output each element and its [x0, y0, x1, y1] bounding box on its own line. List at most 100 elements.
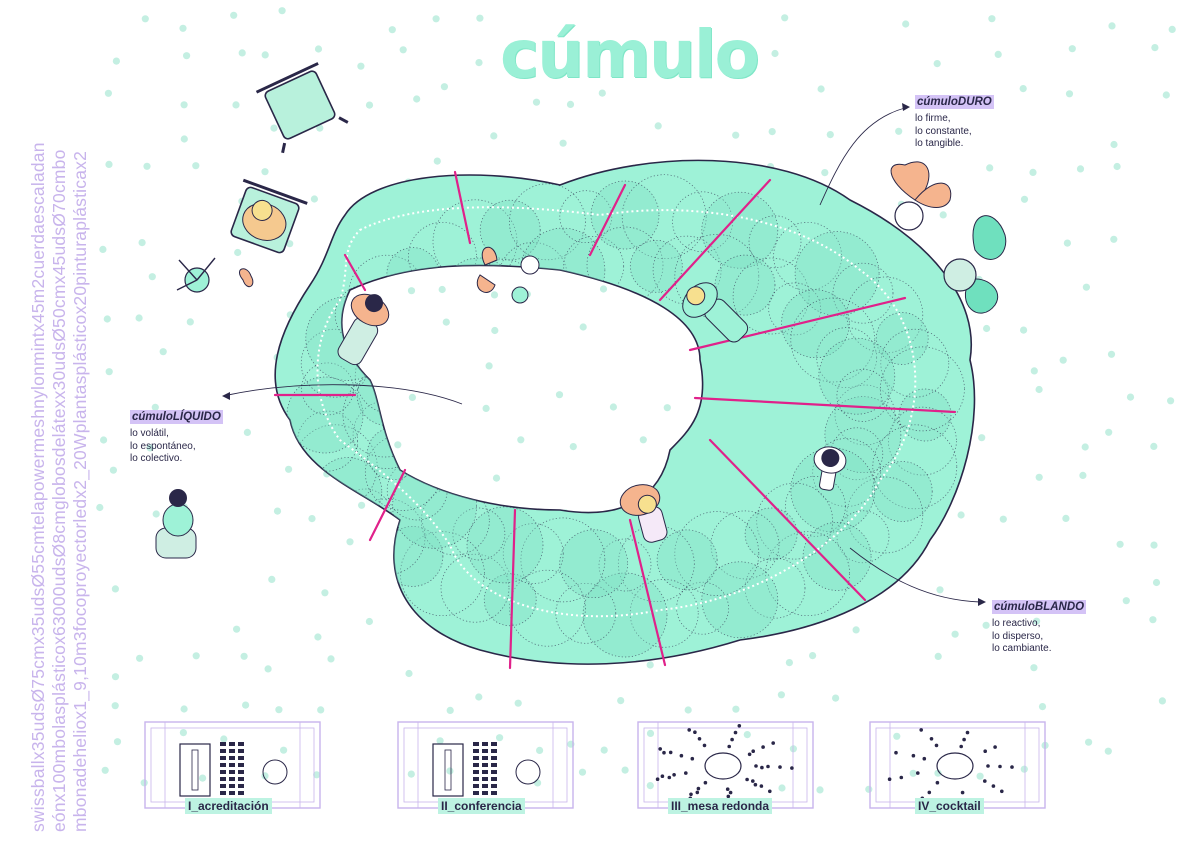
balloon-bubble: [836, 369, 890, 422]
background-dot: [1116, 540, 1124, 548]
balloon-bubble: [582, 572, 668, 658]
background-dot: [789, 745, 798, 753]
background-dot: [986, 164, 994, 172]
background-dot: [1065, 90, 1074, 98]
floor-plan: [637, 721, 814, 809]
background-dot: [99, 245, 107, 253]
background-dot: [1062, 514, 1070, 523]
plan-seat: [238, 784, 244, 788]
label-line: lo firme,: [915, 113, 951, 124]
background-dot: [1108, 22, 1116, 30]
background-dot: [220, 735, 228, 743]
chair-seated-person: [230, 178, 308, 254]
background-dot: [1081, 443, 1089, 451]
background-dot: [399, 46, 407, 54]
background-dot: [314, 633, 322, 641]
plant-pot: [511, 286, 529, 304]
plan-seat: [229, 777, 235, 781]
plan-seat: [482, 742, 488, 746]
balloon-bubble: [790, 297, 876, 383]
balloon-bubble: [802, 522, 872, 591]
plan-person-dot: [1000, 789, 1004, 794]
plant-small-peach: [238, 268, 254, 288]
label-description: lo reactivo, lo disperso, lo cambiante.: [992, 618, 1086, 656]
balloon-bubble: [732, 257, 810, 335]
background-dot: [273, 507, 282, 515]
plan-person-dot: [690, 756, 695, 761]
balloon-bubble: [598, 538, 652, 592]
background-dot: [536, 746, 544, 755]
background-dot: [809, 652, 817, 660]
balloon-bubble: [382, 305, 452, 375]
background-dot: [732, 131, 740, 139]
plan-seat: [220, 784, 226, 788]
background-dot: [599, 43, 607, 52]
plan-person-dot: [899, 775, 904, 780]
plant-large-mint: [943, 215, 1007, 314]
background-dot: [243, 428, 251, 436]
plan-seat: [482, 763, 488, 767]
background-dot: [238, 49, 246, 57]
person-head: [637, 494, 657, 514]
plan-label-acreditacion: I_acreditación: [185, 798, 272, 814]
plan-person-dot: [703, 780, 708, 785]
divider-line: [628, 518, 667, 667]
plan-seat: [220, 791, 226, 795]
plan-inner-wall: [643, 727, 808, 803]
person-torso: [162, 503, 194, 537]
background-dot: [365, 101, 374, 109]
background-dot: [1168, 25, 1176, 33]
background-dot: [101, 766, 109, 774]
background-dot: [599, 285, 608, 293]
plan-seat: [491, 777, 497, 781]
balloon-bubble: [836, 510, 890, 564]
balloon-bubble: [629, 578, 699, 648]
plan-person-dot: [962, 737, 966, 742]
plan-seat: [229, 784, 235, 788]
plan-person-dot: [993, 745, 997, 749]
background-dot: [408, 393, 416, 401]
divider-line: [508, 508, 517, 670]
plan-seat: [229, 791, 235, 795]
plan-person-dot: [960, 790, 965, 795]
person-head: [365, 294, 383, 313]
background-dot: [405, 669, 413, 678]
plan-cloud: [515, 759, 541, 785]
balloon-bubble: [832, 262, 894, 324]
label-line: lo tangible.: [915, 138, 964, 149]
background-dot: [278, 7, 286, 15]
background-dot: [186, 318, 194, 326]
background-dot: [321, 589, 329, 597]
background-dot: [268, 575, 276, 584]
background-dot: [286, 240, 294, 248]
background-dot: [600, 746, 608, 754]
background-dot: [233, 625, 241, 633]
background-dot: [982, 621, 990, 629]
plan-seat: [473, 756, 479, 760]
balloon-bubble: [674, 234, 760, 319]
balloon-bubble: [846, 276, 924, 354]
plan-seat: [238, 742, 244, 746]
label-description: lo volátil, lo espontáneo, lo colectivo.: [130, 428, 223, 466]
background-dot: [578, 768, 587, 776]
background-dot: [983, 324, 991, 333]
plan-person-dot: [929, 737, 934, 741]
balloon-bubble: [872, 424, 958, 510]
background-dot: [1035, 385, 1043, 394]
background-dot: [976, 772, 984, 780]
background-dot: [1158, 697, 1166, 705]
plan-seat: [482, 777, 488, 781]
plan-seat: [238, 749, 244, 753]
plan-seat: [229, 742, 235, 746]
plan-seat: [482, 784, 488, 788]
plant-large-pink: [890, 161, 952, 231]
background-dot: [100, 436, 108, 444]
background-dot: [433, 157, 441, 165]
plan-person-dot: [754, 764, 758, 768]
background-dot: [646, 782, 654, 790]
balloon-bubble: [756, 482, 834, 560]
background-dot: [939, 211, 947, 219]
balloon-bubble: [830, 427, 884, 481]
background-dot: [475, 59, 483, 67]
background-dot: [1107, 350, 1116, 358]
